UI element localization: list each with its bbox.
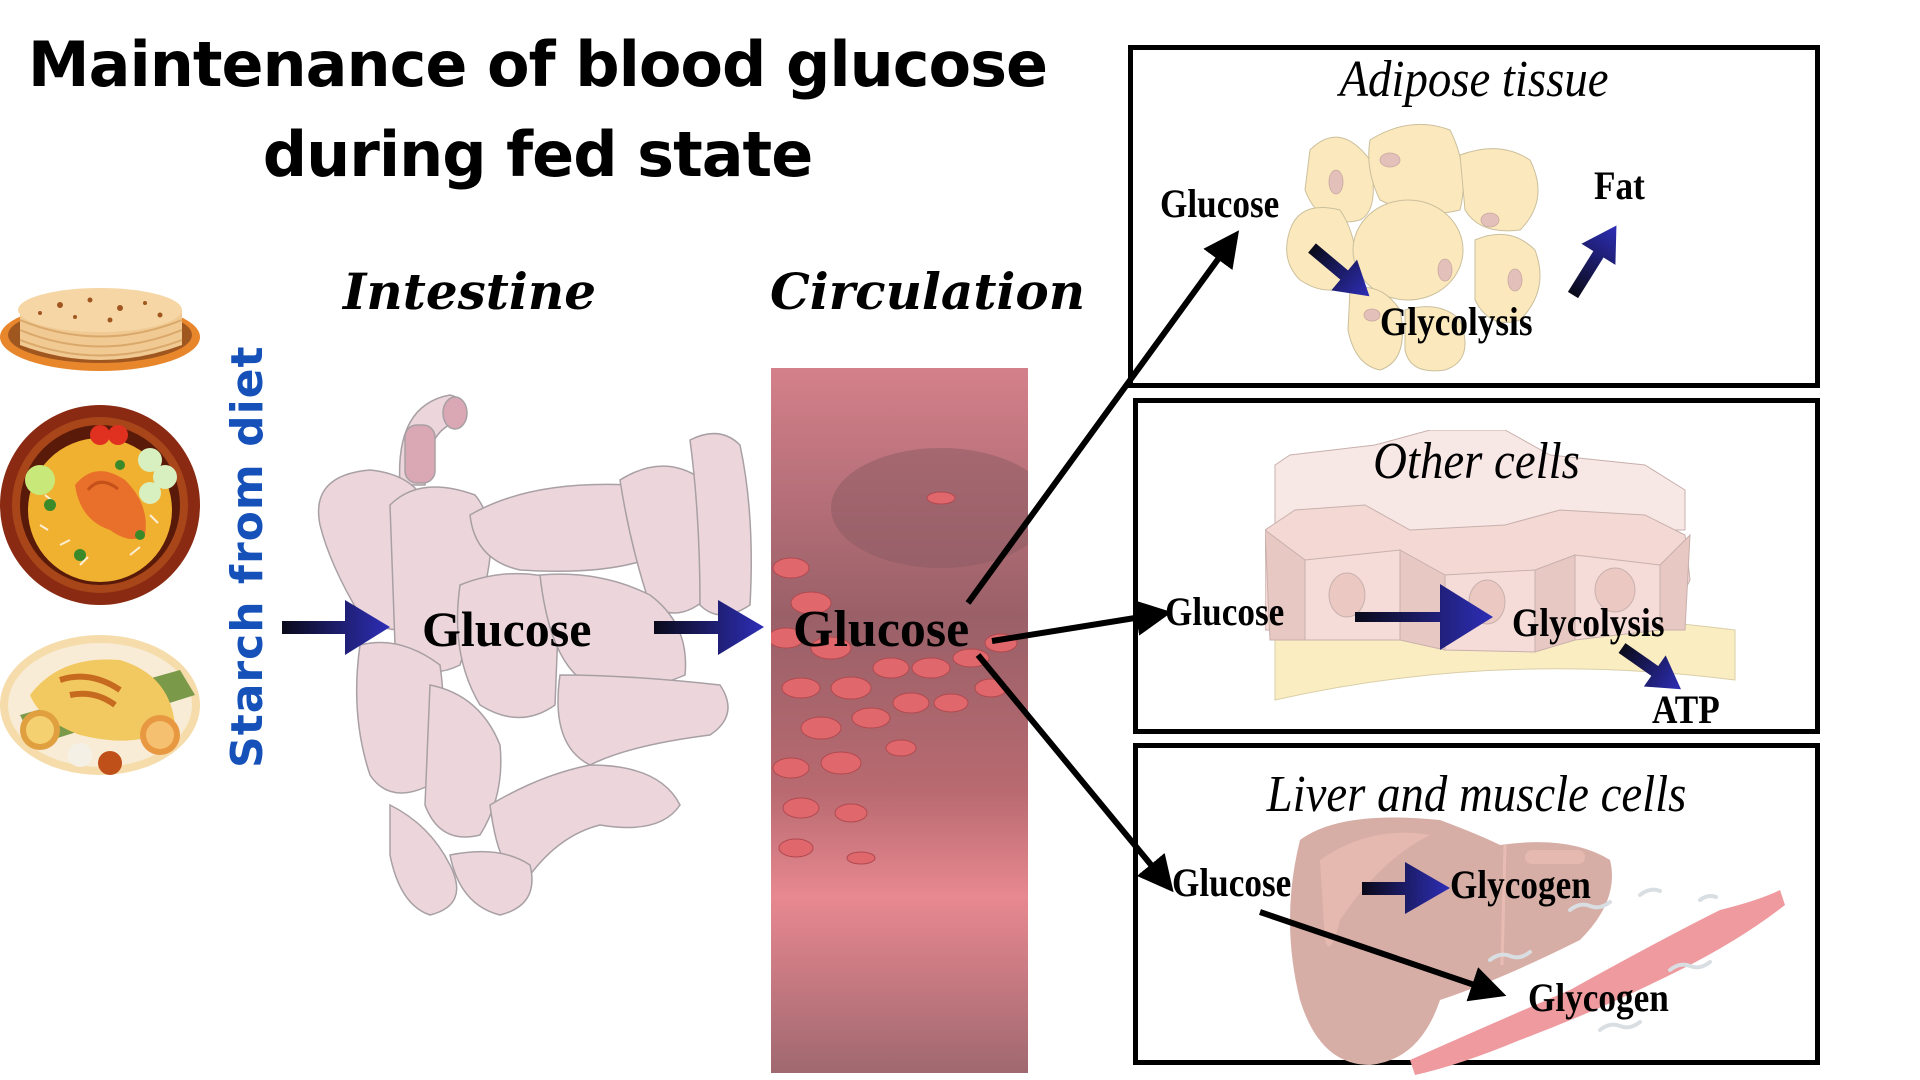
circulation-glucose-label: Glucose <box>793 601 970 658</box>
liver-muscle-title: Liver and muscle cells <box>1266 766 1687 823</box>
intestine-glucose-label: Glucose <box>422 601 592 657</box>
adipose-glycolysis-label: Glycolysis <box>1380 299 1533 344</box>
circulation-label: Circulation <box>770 262 1086 321</box>
food-illustrations <box>0 288 200 775</box>
biryani-plate-icon <box>0 405 200 605</box>
liver-muscle-illustration <box>1290 817 1785 1075</box>
other-cells-glucose-label: Glucose <box>1165 589 1285 634</box>
intestine-label: Intestine <box>343 262 597 321</box>
red-blood-cells <box>771 491 1018 865</box>
liver-glycogen-label: Glycogen <box>1450 862 1591 907</box>
adipose-glucose-label: Glucose <box>1160 181 1280 226</box>
liver-glucose-label: Glucose <box>1172 860 1292 905</box>
intestine-illustration <box>317 394 752 916</box>
roti-plate-icon <box>0 288 200 371</box>
other-cells-glycolysis-label: Glycolysis <box>1512 600 1665 645</box>
glycolysis-to-atp-arrow <box>1618 643 1681 690</box>
atp-label: ATP <box>1652 687 1720 732</box>
adipocytes-illustration <box>1286 123 1541 372</box>
circulation-to-other-cells-arrow <box>991 600 1172 644</box>
adipose-glucose-to-glycolysis-arrow <box>1308 243 1370 297</box>
intestine-to-circulation-arrow <box>654 600 764 655</box>
adipose-tissue-title: Adipose tissue <box>1339 51 1609 108</box>
other-glucose-to-glycolysis-arrow <box>1355 584 1493 650</box>
liver-glucose-to-muscle-glycogen-arrow <box>1259 909 1507 1002</box>
muscle-glycogen-label: Glycogen <box>1528 975 1669 1020</box>
adipose-fat-label: Fat <box>1594 163 1645 208</box>
diet-to-intestine-arrow <box>282 600 390 655</box>
other-cells-title: Other cells <box>1373 433 1580 490</box>
dosa-plate-icon <box>0 635 200 775</box>
adipose-glycolysis-to-fat-arrow <box>1567 225 1617 299</box>
title-line-2: during fed state <box>262 118 814 191</box>
circulation-to-liver-arrow <box>975 653 1174 893</box>
circulation-to-adipose-arrow <box>965 230 1240 605</box>
title-line-1: Maintenance of blood glucose <box>27 28 1048 101</box>
blood-vessel-illustration <box>771 368 1028 1073</box>
liver-glucose-to-glycogen-arrow <box>1362 862 1450 914</box>
muscle-icon <box>1410 890 1785 1075</box>
